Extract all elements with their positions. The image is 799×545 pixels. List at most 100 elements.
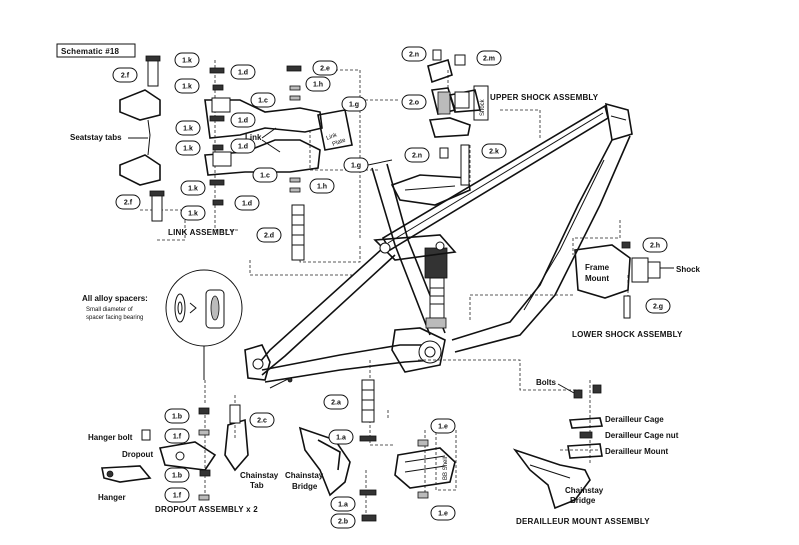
callout-bubble — [230, 138, 256, 154]
callout-bubble — [175, 120, 201, 136]
derailleur-cage-label: Derailleur Cage — [605, 415, 664, 424]
link-label: Link — [245, 133, 262, 142]
chainstay-bridge-label-1: Chainstay — [285, 471, 324, 480]
callout-bubble — [330, 513, 356, 529]
callout-text: 2.a — [331, 400, 341, 407]
callout-bubble — [252, 167, 278, 183]
callout-c-2m: 2.m — [476, 50, 502, 66]
callout-c-1d-1: 1.d — [230, 64, 256, 80]
chainstay-bridge-label-2: Bridge — [292, 482, 318, 491]
callout-text: 1.b — [172, 414, 182, 421]
callout-text: 1.g — [351, 163, 361, 170]
callout-c-1b-1: 1.b — [164, 408, 190, 424]
callout-text: 2.g — [653, 304, 663, 311]
callout-text: 1.e — [438, 424, 448, 431]
callout-bubble — [645, 298, 671, 314]
callout-text: 1.a — [336, 435, 346, 442]
callout-text: 2.n — [412, 153, 422, 160]
callout-c-1e-1: 1.e — [430, 418, 456, 434]
callout-text: 2.k — [489, 149, 499, 156]
callout-c-1h-1: 1.h — [305, 76, 331, 92]
callout-text: 1.d — [238, 118, 248, 125]
callout-bubble — [476, 50, 502, 66]
callout-text: 2.d — [264, 233, 274, 240]
derailleur-mount-assembly: Bolts Derailleur Cage Derailleur Cage nu… — [512, 378, 679, 526]
callout-bubble — [230, 112, 256, 128]
callout-bubble — [312, 60, 338, 76]
callout-text: 2.o — [409, 100, 419, 107]
callout-c-1k-5: 1.k — [180, 180, 206, 196]
callout-bubble — [401, 46, 427, 62]
callout-group: 2.f 1.k 1.d 1.k 2.e 1.h 1.c 1.g 1.k 1.d 1.k 1.d 1.c 1… — [112, 46, 671, 529]
leader-lines — [140, 60, 629, 520]
callout-text: 2.m — [483, 56, 495, 63]
callout-text: 1.c — [258, 98, 268, 105]
frame-mount-label-2: Mount — [585, 274, 609, 283]
chainstay-bridge-assembly: BB Shell Chainstay Bridge — [285, 379, 457, 522]
callout-c-1k-4: 1.k — [175, 140, 201, 156]
callout-c-2h: 2.h — [642, 237, 668, 253]
callout-c-1f-1: 1.f — [164, 428, 190, 444]
alloy-spacers-note-1: Small diameter of — [86, 307, 133, 313]
callout-text: 1.b — [172, 473, 182, 480]
callout-c-1d-4: 1.d — [234, 195, 260, 211]
bolts-label: Bolts — [536, 378, 557, 387]
callout-bubble — [234, 195, 260, 211]
callout-bubble — [330, 496, 356, 512]
callout-c-1g-1: 1.g — [341, 96, 367, 112]
callout-c-1a-2: 1.a — [330, 496, 356, 512]
callout-text: 2.c — [257, 418, 267, 425]
callout-text: 1.k — [183, 126, 193, 133]
callout-c-2d: 2.d — [256, 227, 282, 243]
callout-c-2b: 2.b — [330, 513, 356, 529]
seatstay-tabs-label: Seatstay tabs — [70, 133, 122, 142]
callout-bubble — [343, 157, 369, 173]
callout-text: 1.d — [238, 144, 248, 151]
upper-shock-assembly: Shock UPPER SHOCK ASSEMBLY — [427, 49, 599, 186]
dropout-assembly-title: DROPOUT ASSEMBLY x 2 — [155, 505, 258, 514]
callout-bubble — [250, 92, 276, 108]
upper-shock-assembly-title: UPPER SHOCK ASSEMBLY — [490, 93, 599, 102]
callout-c-1c-1: 1.c — [250, 92, 276, 108]
callout-text: 1.h — [313, 82, 323, 89]
dropout-assembly: Hanger bolt Dropout Hanger Chainstay Tab… — [88, 404, 279, 514]
derailleur-cage-nut-label: Derailleur Cage nut — [605, 431, 679, 440]
callout-text: 1.k — [182, 58, 192, 65]
hanger-label: Hanger — [98, 493, 126, 502]
callout-c-2n-1: 2.n — [401, 46, 427, 62]
link-assembly: Seatstay tabs Link Link Plate LINK — [70, 55, 353, 261]
callout-bubble — [164, 467, 190, 483]
link-plate-label-2: Plate — [332, 137, 348, 148]
callout-text: 2.b — [338, 519, 348, 526]
callout-text: 1.a — [338, 502, 348, 509]
callout-bubble — [174, 52, 200, 68]
callout-c-2e: 2.e — [312, 60, 338, 76]
alloy-spacers-inset: All alloy spacers: Small diameter of spa… — [82, 269, 243, 380]
callout-c-1g-2: 1.g — [343, 157, 369, 173]
callout-bubble — [404, 147, 430, 163]
lower-shock-label: Shock — [676, 265, 701, 274]
callout-text: 1.e — [438, 511, 448, 518]
callout-c-1c-2: 1.c — [252, 167, 278, 183]
dropout-label: Dropout — [122, 450, 153, 459]
chainstay-bridge-r-label-1: Chainstay — [565, 486, 604, 495]
callout-bubble — [230, 64, 256, 80]
callout-text: 1.k — [183, 146, 193, 153]
callout-text: 1.k — [188, 211, 198, 218]
chainstay-tab-label-1: Chainstay — [240, 471, 279, 480]
callout-text: 1.g — [349, 102, 359, 109]
derailleur-mount-label: Derailleur Mount — [605, 447, 668, 456]
callout-c-1k-3: 1.k — [175, 120, 201, 136]
callout-bubble — [430, 418, 456, 434]
callout-c-2f-top: 2.f — [112, 67, 138, 83]
callout-bubble — [115, 194, 141, 210]
callout-c-1k-6: 1.k — [180, 205, 206, 221]
callout-c-1d-3: 1.d — [230, 138, 256, 154]
callout-bubble — [180, 205, 206, 221]
alloy-spacers-note-2: spacer facing bearing — [86, 315, 143, 321]
callout-text: 2.e — [320, 66, 330, 73]
callout-c-2k: 2.k — [481, 143, 507, 159]
schematic-title-box: Schematic #18 — [56, 43, 136, 58]
callout-c-1e-2: 1.e — [430, 505, 456, 521]
